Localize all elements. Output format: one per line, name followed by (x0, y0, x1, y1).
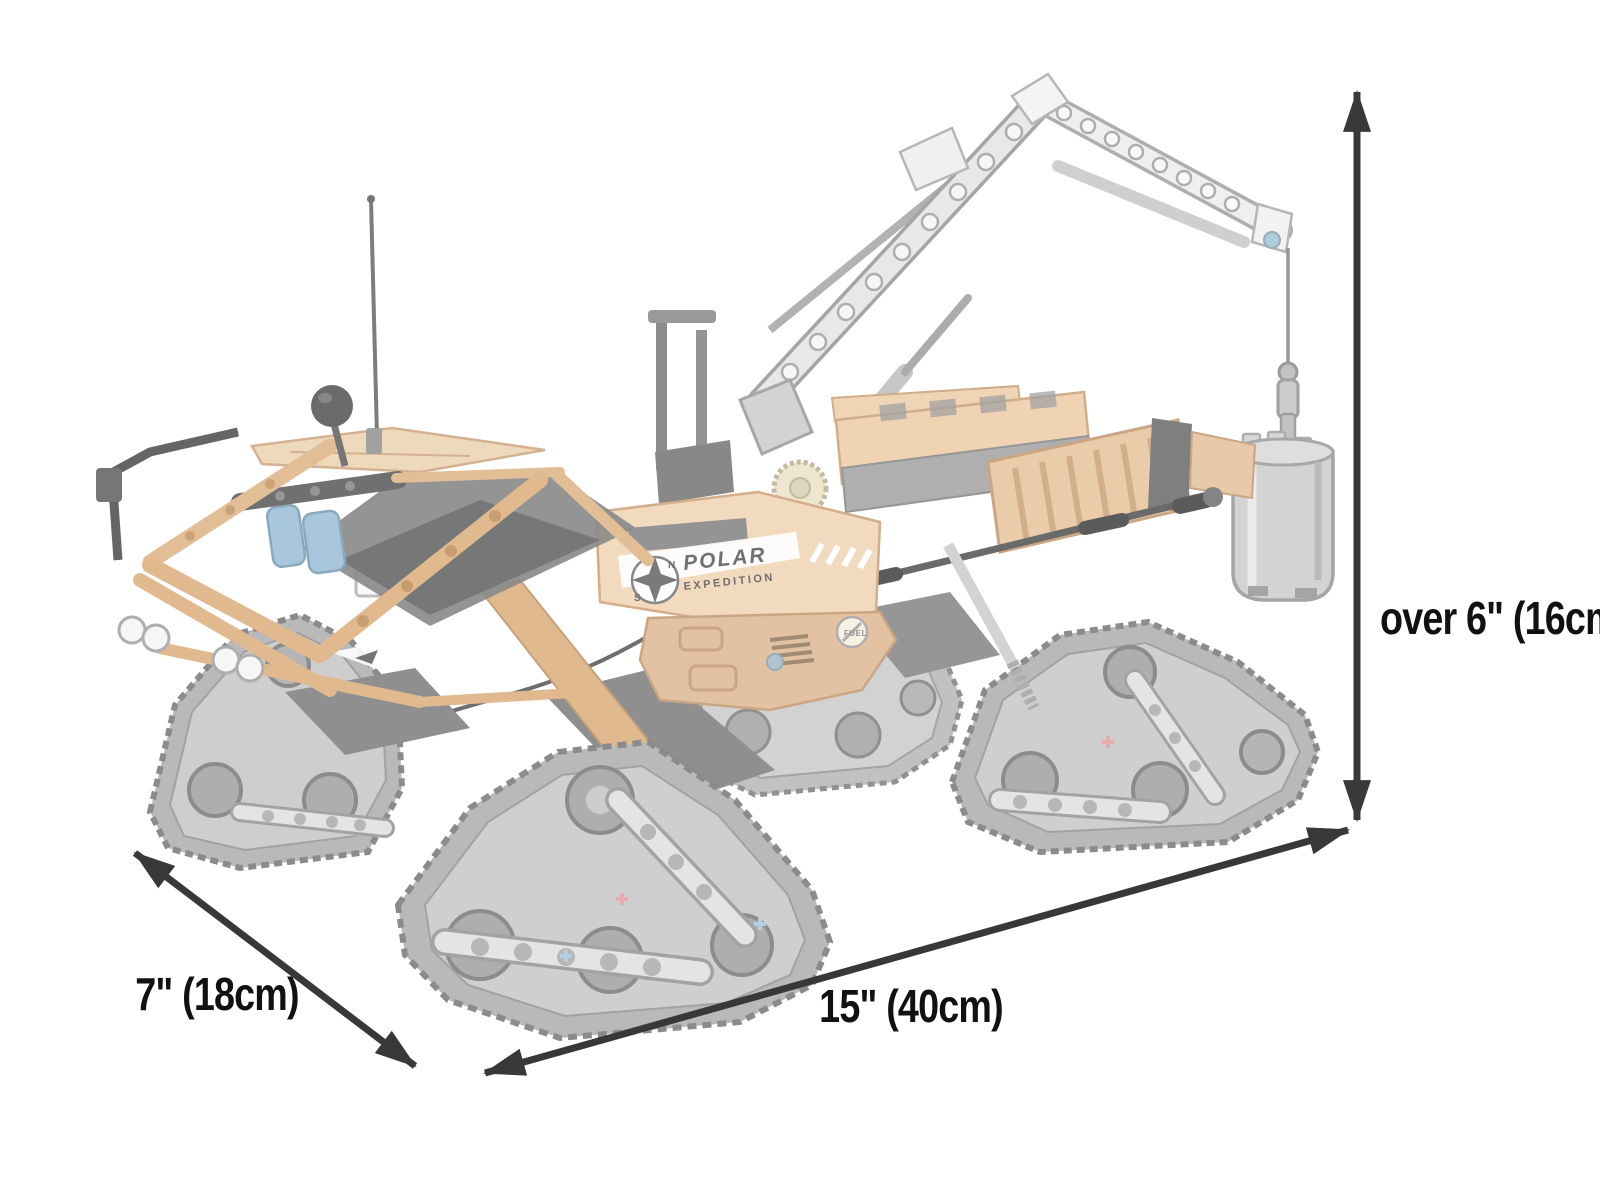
mirror-block (96, 468, 122, 502)
crane-boom (648, 72, 1294, 517)
width-dimension-arrow (132, 850, 418, 1069)
boom-holes (780, 122, 1024, 382)
height-dimension-label: over 6" (16cm) (1380, 592, 1600, 643)
width-dimension-label: 7" (18cm) (135, 968, 298, 1019)
seat-right (301, 509, 347, 575)
gear-lever (311, 385, 353, 467)
jib-holes (1055, 104, 1241, 213)
compass-south-label: S (634, 593, 641, 604)
antenna (366, 195, 382, 454)
roll-cage (133, 438, 654, 708)
compass-decal: N S (630, 555, 680, 605)
fuel-cap: FUEL (835, 615, 869, 649)
hazard-stripes (809, 542, 873, 570)
fuel-label: FUEL (844, 629, 867, 638)
cargo-bed (655, 384, 1257, 554)
track-rear-right (948, 618, 1322, 856)
crane-weight (1231, 430, 1335, 602)
crane-cable (1276, 248, 1300, 452)
length-dimension-arrow (482, 826, 1351, 1077)
length-dimension-label: 15" (40cm) (819, 980, 1003, 1031)
compass-north-label: N (668, 560, 675, 571)
seat-left (265, 503, 307, 569)
vehicle-illustration: N S POLAR EXPEDITION FUEL (96, 72, 1335, 1042)
cab (96, 195, 654, 708)
dimension-annotations: over 6" (16cm) 15" (40cm) 7" (18cm) (132, 89, 1600, 1077)
suspension-beam (988, 669, 1226, 824)
rear-stand-strut (943, 542, 1040, 711)
headlights (117, 615, 265, 683)
